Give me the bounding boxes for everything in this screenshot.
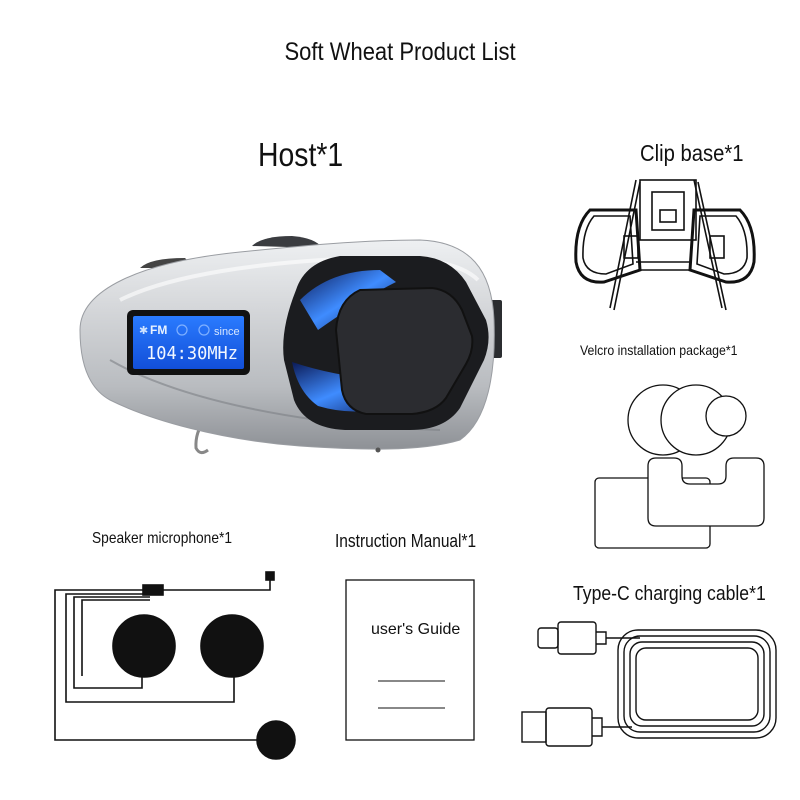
- page-title: Soft Wheat Product List: [284, 38, 516, 66]
- bluetooth-icon: ✱: [139, 324, 148, 337]
- host-device: [79, 236, 502, 455]
- speaker-microphone: [54, 571, 296, 760]
- manual-cover-text: user's Guide: [371, 621, 460, 638]
- host-label: Host*1: [258, 136, 344, 173]
- instruction-manual-label: Instruction Manual*1: [335, 531, 477, 551]
- lcd-screen: ✱ FM since 104:30MHz: [127, 310, 250, 375]
- clip-base: [574, 179, 756, 311]
- charging-cable-label: Type-C charging cable*1: [573, 583, 766, 605]
- type-c-cable: [521, 621, 777, 747]
- lcd-status: since: [214, 326, 240, 338]
- clip-base-label: Clip base*1: [640, 140, 744, 166]
- lcd-mode: FM: [150, 323, 167, 337]
- velcro-package: [594, 384, 765, 549]
- speaker-left-icon: [112, 614, 176, 678]
- instruction-manual: user's Guide: [345, 579, 475, 741]
- lcd-frequency: 104:30MHz: [146, 343, 238, 364]
- speaker-right-icon: [200, 614, 264, 678]
- microphone-icon: [256, 720, 296, 760]
- velcro-label: Velcro installation package*1: [580, 342, 738, 358]
- speaker-microphone-label: Speaker microphone*1: [92, 530, 232, 547]
